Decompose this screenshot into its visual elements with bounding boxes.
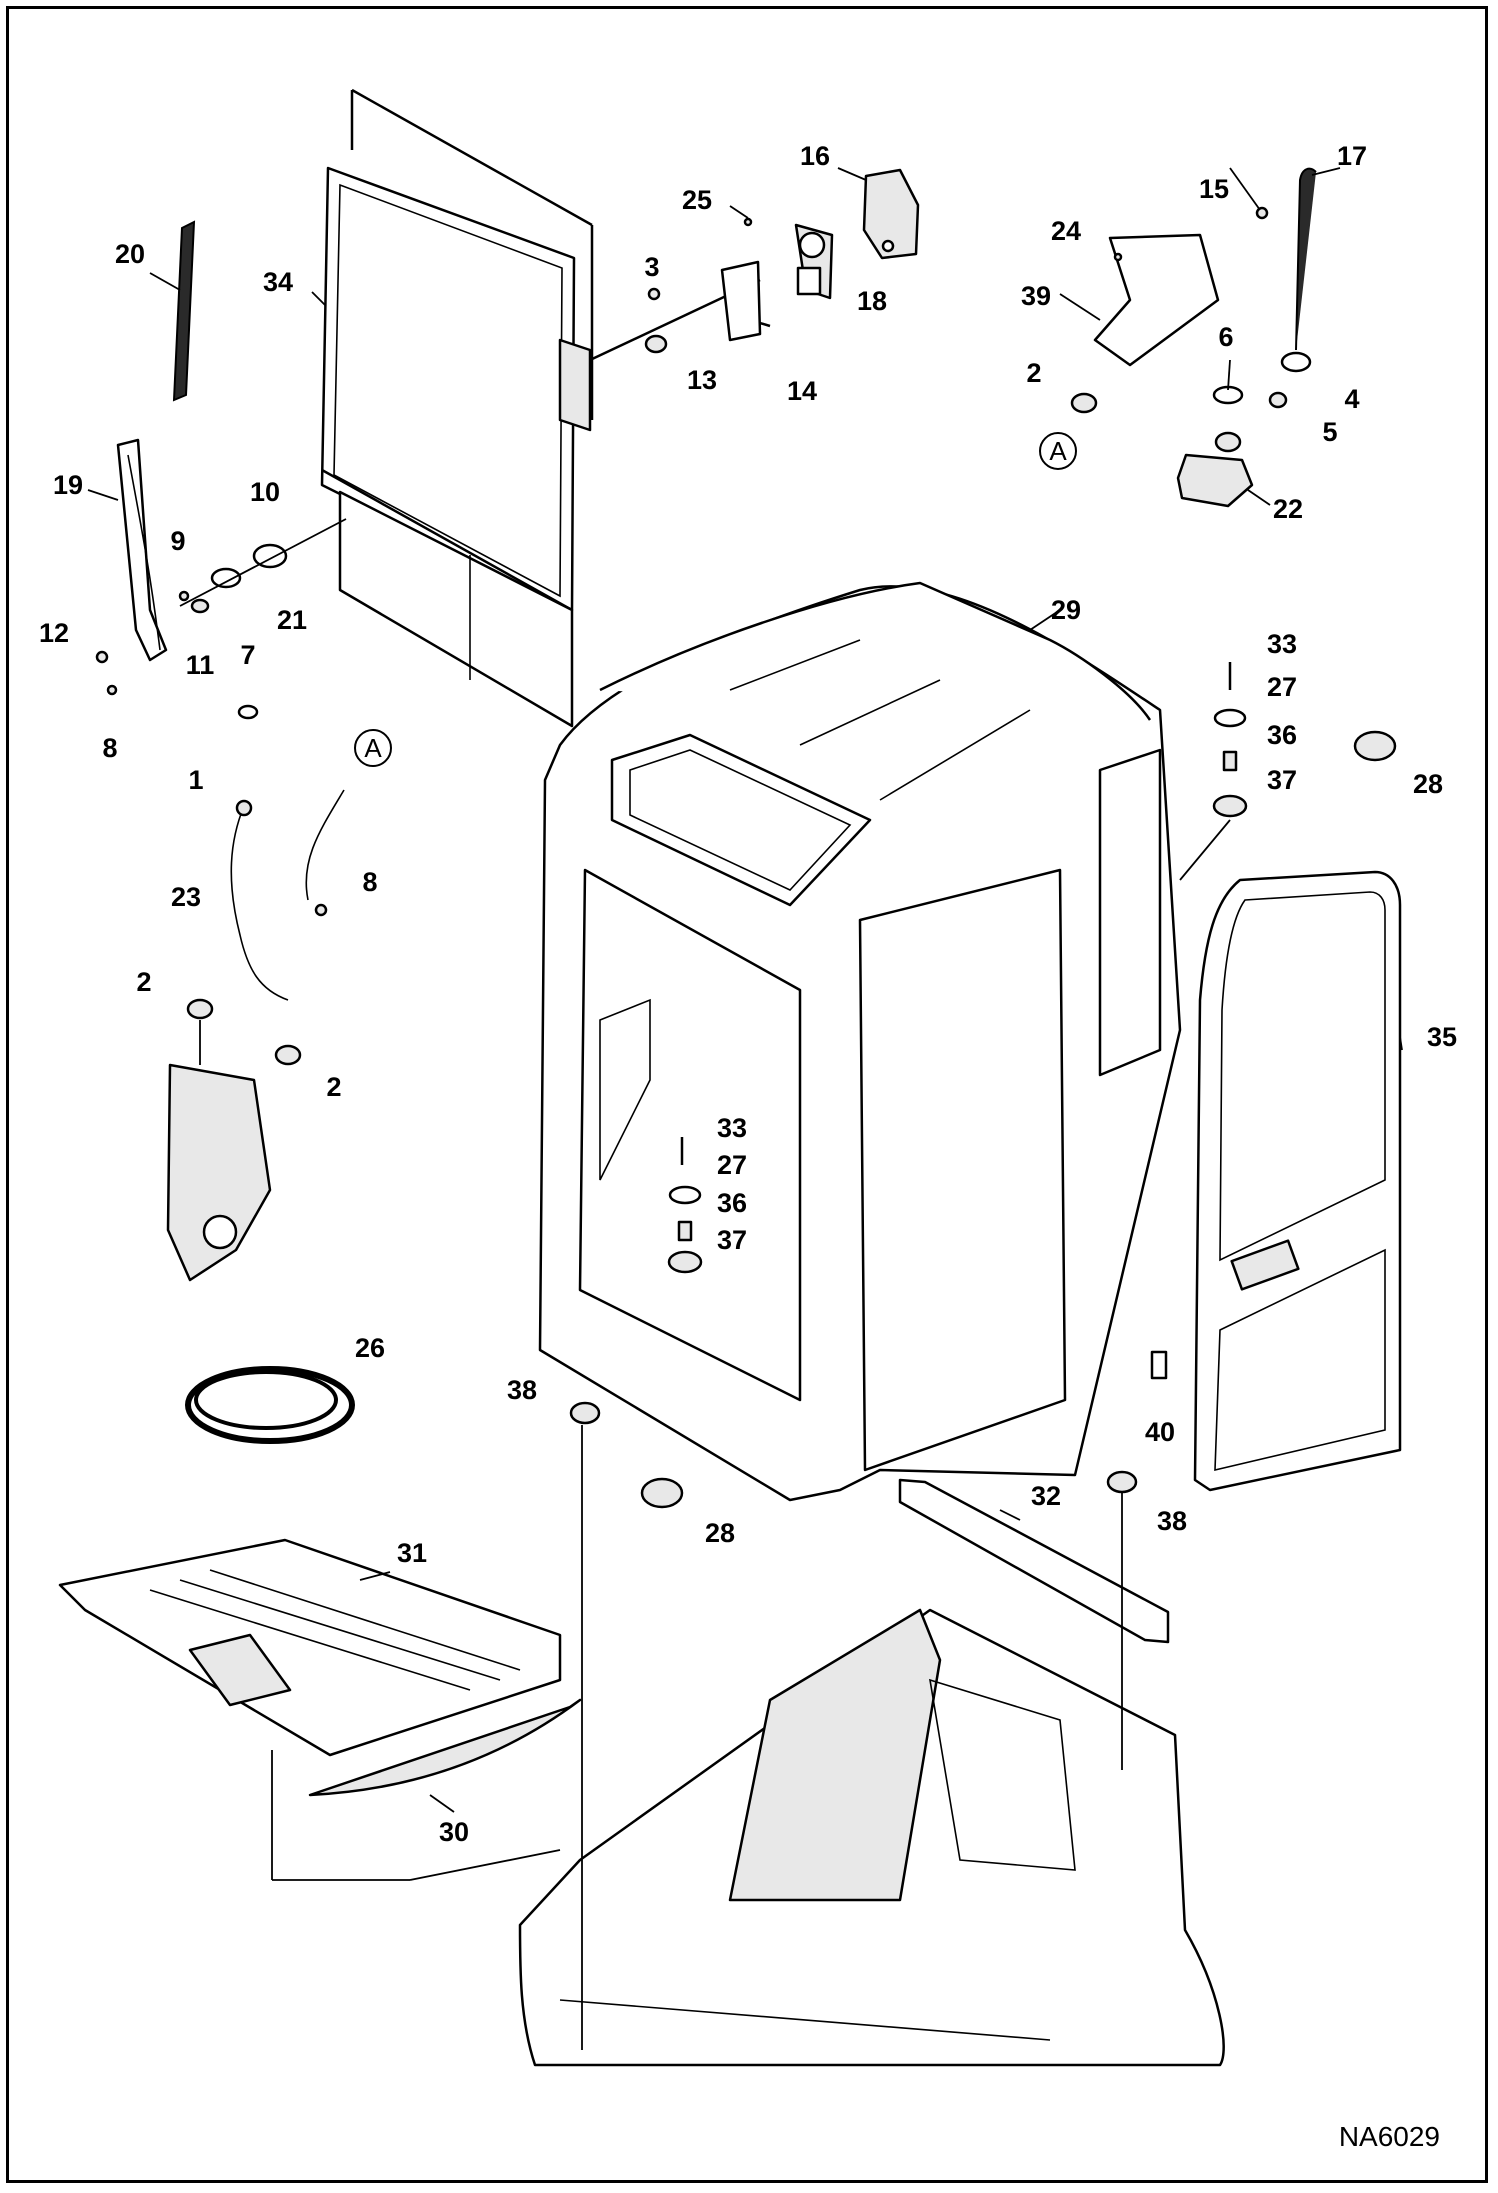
leader-lines <box>87 167 1403 2050</box>
washer-pump <box>1176 167 1317 508</box>
wiper-motor <box>794 223 834 300</box>
insulation-pad <box>308 1698 582 1797</box>
svg-text:A: A <box>1049 436 1067 466</box>
callout-22: 22 <box>1273 494 1303 524</box>
callout-20: 20 <box>115 239 145 269</box>
callout-26: 26 <box>355 1333 385 1363</box>
callout-16: 16 <box>800 141 830 171</box>
mount-stack-right <box>1212 662 1248 818</box>
base-frame <box>518 1608 1225 2067</box>
wiper-arm-and-blade <box>116 220 196 662</box>
callout-6: 6 <box>1218 322 1233 352</box>
hose-coil <box>185 1366 355 1444</box>
floor-mat <box>58 1538 562 1757</box>
callout-36-left: 36 <box>717 1188 747 1218</box>
callout-8-hose: 8 <box>362 867 377 897</box>
svg-text:A: A <box>364 733 382 763</box>
callout-25: 25 <box>682 185 712 215</box>
cab-shell <box>538 581 1182 1502</box>
callout-8-top: 8 <box>102 733 117 763</box>
callout-13: 13 <box>687 365 717 395</box>
cab-door <box>1193 870 1402 1492</box>
switch-bracket <box>1070 206 1269 414</box>
cab-mounts <box>569 662 1397 1509</box>
callout-10: 10 <box>250 477 280 507</box>
wiper-bracket <box>720 217 762 342</box>
callout-21: 21 <box>277 605 307 635</box>
callout-40: 40 <box>1145 1417 1175 1447</box>
callout-33-left: 33 <box>717 1113 747 1143</box>
callout-34: 34 <box>263 267 293 297</box>
callout-2-hose: 2 <box>326 1072 341 1102</box>
callout-19: 19 <box>53 470 83 500</box>
callout-38-left: 38 <box>507 1375 537 1405</box>
callout-28-right: 28 <box>1413 769 1443 799</box>
callout-27-left: 27 <box>717 1150 747 1180</box>
front-window-frame <box>320 88 594 612</box>
callout-14: 14 <box>787 376 817 406</box>
support-plate <box>898 1478 1170 1644</box>
callout-12: 12 <box>39 618 69 648</box>
callout-1: 1 <box>188 765 203 795</box>
callout-4: 4 <box>1344 384 1359 414</box>
callout-3: 3 <box>644 252 659 282</box>
motor-cover <box>862 168 920 260</box>
washer-hardware <box>95 518 347 720</box>
mount-stack-left <box>667 1137 703 1274</box>
callout-2-right: 2 <box>1026 358 1041 388</box>
reference-marker-a-top: A <box>1039 432 1077 470</box>
callout-2-left: 2 <box>136 967 151 997</box>
callout-9: 9 <box>170 526 185 556</box>
callout-17: 17 <box>1337 141 1367 171</box>
callout-labels: 16 25 3 18 13 14 34 20 19 10 9 21 12 11 … <box>39 141 1457 1847</box>
washer-tank <box>166 1063 272 1282</box>
callout-27-right: 27 <box>1267 672 1297 702</box>
callout-11: 11 <box>186 650 215 680</box>
callout-38-right: 38 <box>1157 1506 1187 1536</box>
callout-31: 31 <box>397 1538 427 1568</box>
callout-15: 15 <box>1199 174 1229 204</box>
callout-37-left: 37 <box>717 1225 747 1255</box>
callout-37-right: 37 <box>1267 765 1297 795</box>
callout-36-right: 36 <box>1267 720 1297 750</box>
callout-30: 30 <box>439 1817 469 1847</box>
callout-18: 18 <box>857 286 887 316</box>
washer-hose <box>186 789 345 1066</box>
callout-35: 35 <box>1427 1022 1457 1052</box>
callout-24: 24 <box>1051 216 1081 246</box>
callout-7: 7 <box>240 640 255 670</box>
drawing-frame <box>6 6 1488 2183</box>
callout-29: 29 <box>1051 595 1081 625</box>
reference-marker-a-hose: A <box>354 729 392 767</box>
callout-28-bottom: 28 <box>705 1518 735 1548</box>
front-lower-glass <box>338 490 574 728</box>
drawing-code: NA6029 <box>1338 2121 1440 2152</box>
callout-32: 32 <box>1031 1481 1061 1511</box>
callout-39: 39 <box>1021 281 1051 311</box>
callout-5: 5 <box>1322 417 1337 447</box>
callout-33-right: 33 <box>1267 629 1297 659</box>
callout-23: 23 <box>171 882 201 912</box>
